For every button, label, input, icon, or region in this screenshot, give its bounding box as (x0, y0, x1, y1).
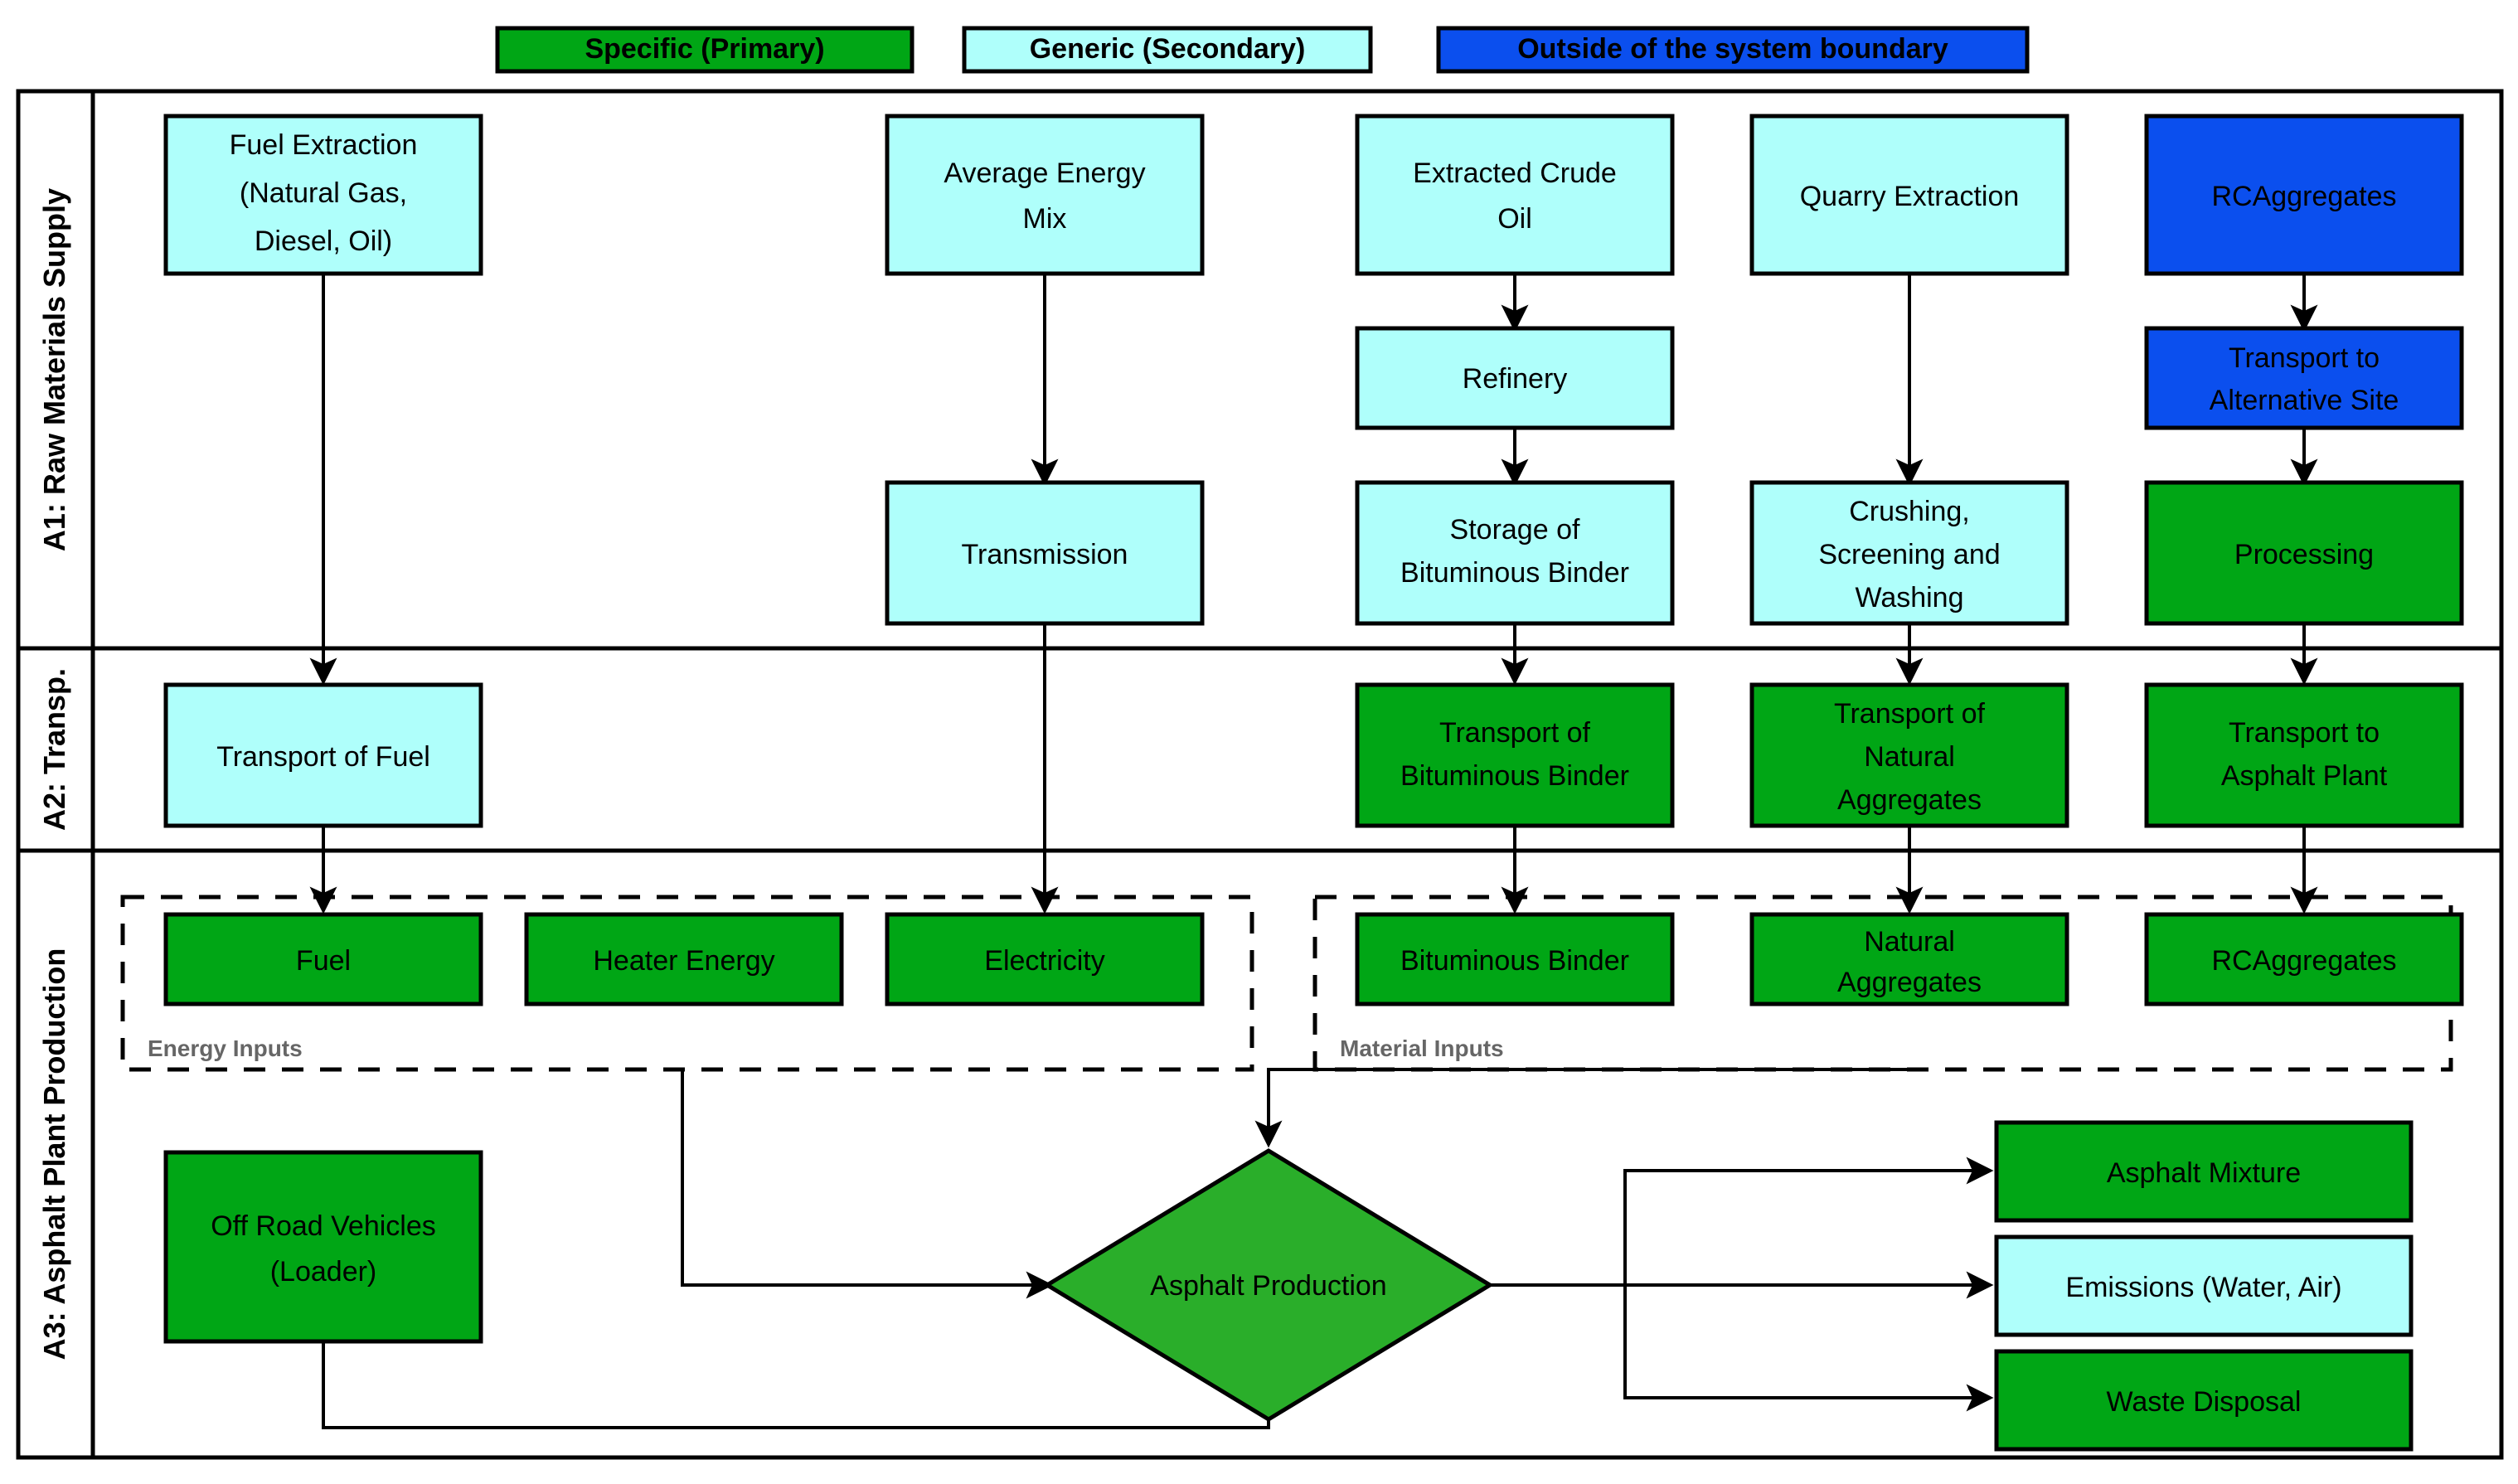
node-label-line: Aggregates (1837, 967, 1982, 998)
node-label-line: Transport of Fuel (216, 741, 430, 773)
legend-label-specific-primary: Specific (Primary) (585, 33, 824, 65)
legend-item-outside-boundary: Outside of the system boundary (1436, 26, 2030, 74)
node-label-line: Waste Disposal (2107, 1386, 2302, 1418)
node-label-line: Extracted Crude (1413, 158, 1617, 189)
node-refinery[interactable]: Refinery (1355, 326, 1675, 430)
node-label-line: Quarry Extraction (1800, 181, 2020, 212)
node-fuel-extraction[interactable]: Fuel Extraction (Natural Gas, Diesel, Oi… (163, 114, 483, 276)
node-label-line: Alternative Site (2210, 385, 2399, 416)
node-label-line: Crushing, (1849, 496, 1970, 527)
node-label-line: Storage of (1450, 514, 1580, 546)
edge-asphalt-production-to-asphalt-mixture (1623, 1157, 1994, 1285)
node-label-line: Asphalt Plant (2221, 760, 2388, 792)
node-label-line: Screening and (1818, 539, 2000, 570)
node-transport-of-natural-aggregates[interactable]: Transport of Natural Aggregates (1749, 682, 2069, 828)
node-electricity[interactable]: Electricity (885, 912, 1205, 1006)
node-label-line: Average Energy (944, 158, 1145, 189)
node-transport-to-alternative-site[interactable]: Transport to Alternative Site (2144, 326, 2464, 430)
node-label-line: Mix (1023, 203, 1067, 235)
node-label-line: Bituminous Binder (1400, 945, 1629, 977)
svg-text:A1: Raw Materials Supply: A1: Raw Materials Supply (37, 188, 71, 551)
node-label-line: Refinery (1463, 363, 1568, 395)
legend: Specific (Primary) Generic (Secondary) O… (495, 26, 2030, 74)
node-label-line: Fuel (296, 945, 351, 977)
node-label-line: Transmission (962, 539, 1128, 570)
node-transport-of-bituminous-binder[interactable]: Transport of Bituminous Binder (1355, 682, 1675, 828)
node-label-line: Oil (1497, 203, 1532, 235)
diagram-frame (16, 89, 2504, 1460)
edge-asphalt-production-to-waste-disposal (1623, 1285, 1994, 1412)
node-label-line: Aggregates (1837, 784, 1982, 816)
node-label-line: (Natural Gas, (240, 177, 407, 209)
node-asphalt-mixture[interactable]: Asphalt Mixture (1994, 1120, 2414, 1223)
node-transport-of-fuel[interactable]: Transport of Fuel (163, 682, 483, 828)
edge-off-road-vehicles-to-asphalt-production (322, 1341, 1283, 1429)
node-label-line: Diesel, Oil) (255, 226, 392, 257)
band-label-a3: A3: Asphalt Plant Production (37, 948, 71, 1360)
node-heater-energy[interactable]: Heater Energy (524, 912, 844, 1006)
node-label-line: Heater Energy (593, 945, 774, 977)
node-transport-to-asphalt-plant[interactable]: Transport to Asphalt Plant (2144, 682, 2464, 828)
node-label-line: RCAggregates (2211, 181, 2396, 212)
group-label-material-inputs: Material Inputs (1340, 1035, 1504, 1061)
node-crushing-screening-washing[interactable]: Crushing, Screening and Washing (1749, 480, 2069, 626)
node-label-line: Natural (1864, 926, 1955, 958)
node-storage-of-bituminous-binder[interactable]: Storage of Bituminous Binder (1355, 480, 1675, 626)
node-label-line: Fuel Extraction (230, 129, 418, 161)
band-label-a2: A2: Transp. (37, 668, 71, 831)
node-waste-disposal[interactable]: Waste Disposal (1994, 1349, 2414, 1452)
node-label-line: (Loader) (270, 1256, 377, 1288)
node-label-line: Transport to (2229, 342, 2380, 374)
node-label-line: Transport of (1439, 717, 1591, 749)
node-label-line: Processing (2234, 539, 2374, 570)
svg-text:A3: Asphalt Plant Production: A3: Asphalt Plant Production (37, 948, 71, 1360)
node-label-line: Asphalt Production (1150, 1270, 1386, 1302)
band-label-a1: A1: Raw Materials Supply (37, 188, 71, 551)
node-label-line: Electricity (984, 945, 1104, 977)
node-label-line: Off Road Vehicles (211, 1210, 436, 1242)
group-label-energy-inputs: Energy Inputs (148, 1035, 303, 1061)
node-label-line: RCAggregates (2211, 945, 2396, 977)
node-label-line: Emissions (Water, Air) (2065, 1272, 2341, 1303)
node-label-line: Natural (1864, 741, 1955, 773)
node-rcaggregates-source[interactable]: RCAggregates (2144, 114, 2464, 276)
node-average-energy-mix[interactable]: Average Energy Mix (885, 114, 1205, 276)
node-label-line: Transport to (2229, 717, 2380, 749)
node-label-line: Asphalt Mixture (2107, 1157, 2301, 1189)
node-fuel[interactable]: Fuel (163, 912, 483, 1006)
svg-text:A2: Transp.: A2: Transp. (37, 668, 71, 831)
legend-label-generic-secondary: Generic (Secondary) (1030, 33, 1306, 65)
node-label-line: Bituminous Binder (1400, 760, 1629, 792)
node-label-line: Bituminous Binder (1400, 557, 1629, 589)
node-extracted-crude-oil[interactable]: Extracted Crude Oil (1355, 114, 1675, 276)
node-transmission[interactable]: Transmission (885, 480, 1205, 626)
node-natural-aggregates[interactable]: Natural Aggregates (1749, 912, 2069, 1006)
node-label-line: Washing (1855, 582, 1963, 613)
edge-material-inputs-to-asphalt-production (1254, 1068, 1915, 1148)
node-rcaggregates-input[interactable]: RCAggregates (2144, 912, 2464, 1006)
legend-item-specific-primary: Specific (Primary) (495, 26, 915, 74)
node-asphalt-production[interactable]: Asphalt Production (1043, 1148, 1494, 1422)
group-energy-inputs: Energy Inputs (120, 895, 1254, 1072)
edge-energy-inputs-to-asphalt-production (681, 1069, 1054, 1299)
node-off-road-vehicles[interactable]: Off Road Vehicles (Loader) (163, 1150, 483, 1344)
node-label-line: Transport of (1834, 698, 1986, 730)
node-processing[interactable]: Processing (2144, 480, 2464, 626)
legend-item-generic-secondary: Generic (Secondary) (962, 26, 1373, 74)
legend-label-outside-boundary: Outside of the system boundary (1517, 33, 1948, 65)
node-emissions[interactable]: Emissions (Water, Air) (1994, 1234, 2414, 1337)
node-quarry-extraction[interactable]: Quarry Extraction (1749, 114, 2069, 276)
node-bituminous-binder[interactable]: Bituminous Binder (1355, 912, 1675, 1006)
